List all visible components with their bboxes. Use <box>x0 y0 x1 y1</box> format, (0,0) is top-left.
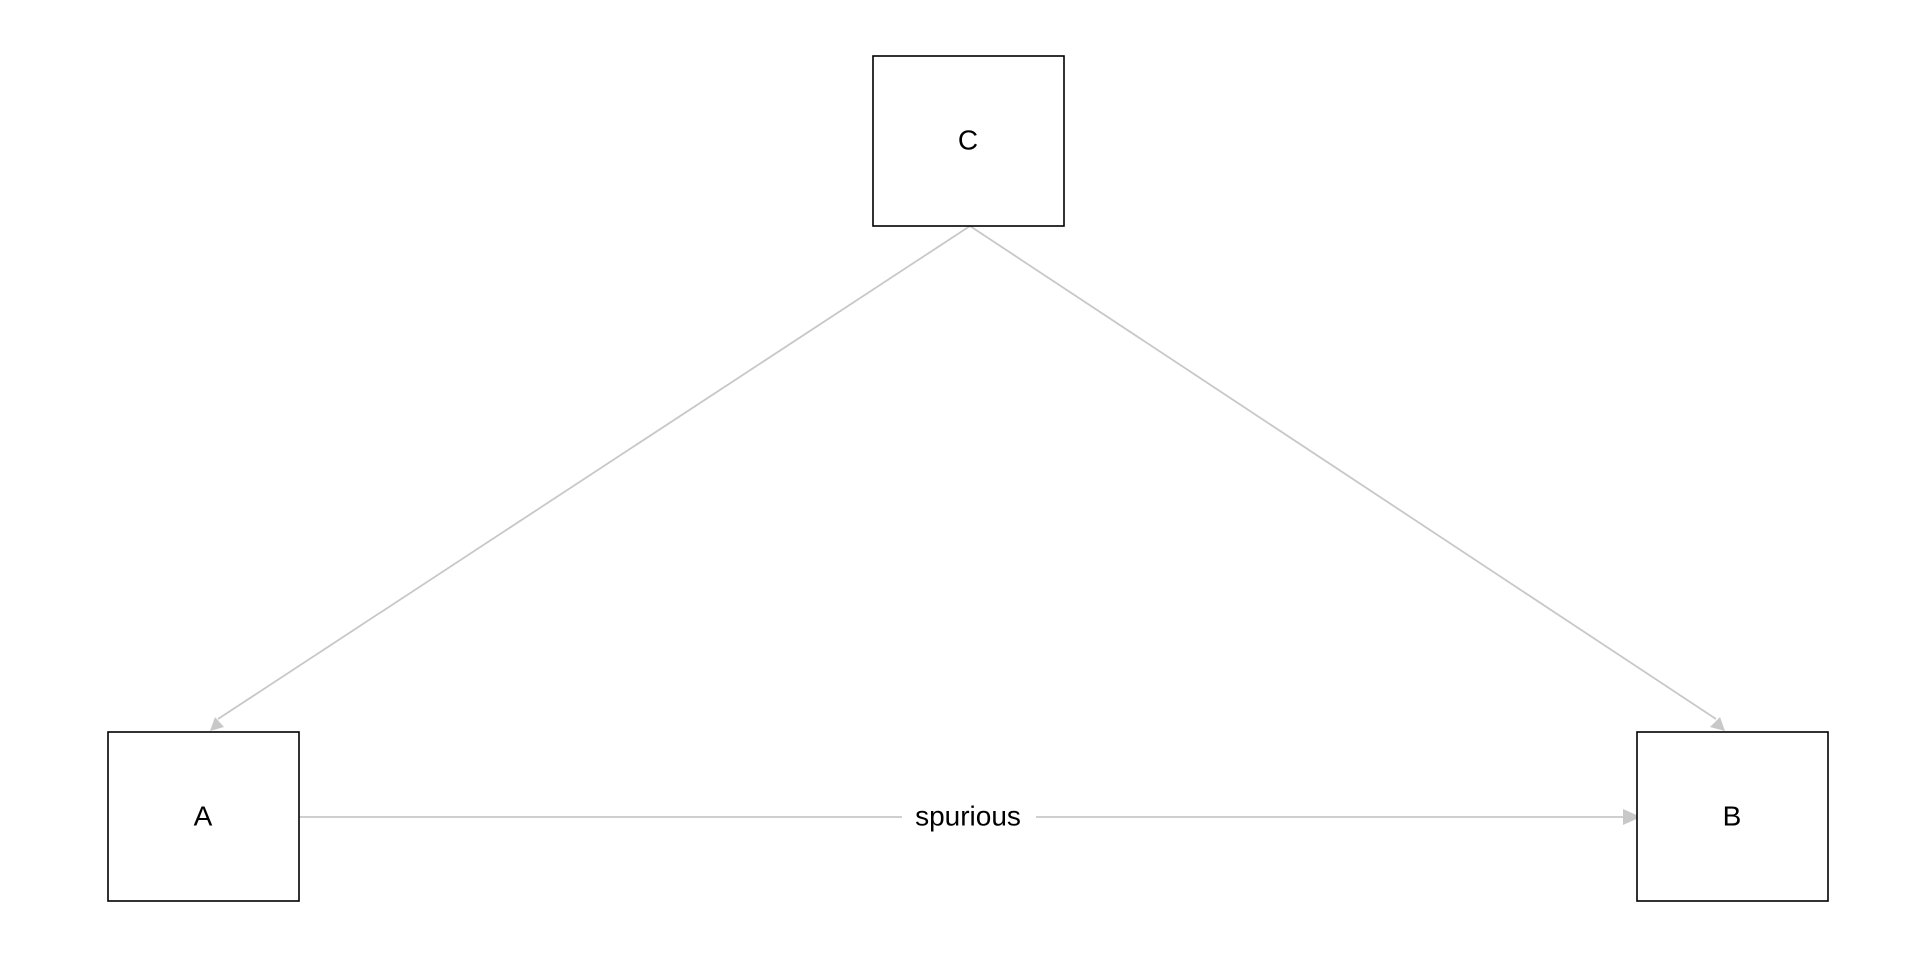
node-c: C <box>872 55 1065 227</box>
edge-c-to-a-line <box>217 225 971 720</box>
edge-a-to-b-label: spurious <box>915 800 1021 831</box>
edge-c-to-b <box>969 225 1725 731</box>
node-c-box <box>872 55 1065 227</box>
node-c-label: C <box>958 124 978 155</box>
edge-c-to-a <box>210 225 971 731</box>
node-b: B <box>1636 731 1829 902</box>
edge-a-to-b-label-background <box>902 797 1036 837</box>
edge-c-to-b-line <box>969 225 1717 720</box>
edge-a-to-b-arrowhead <box>1623 809 1641 825</box>
edge-c-to-a-arrowhead <box>210 717 224 731</box>
edge-a-to-b: spurious <box>299 797 1641 837</box>
node-a-box <box>107 731 300 902</box>
node-b-label: B <box>1723 800 1742 831</box>
node-b-box <box>1636 731 1829 902</box>
node-a-label: A <box>194 800 213 831</box>
edge-c-to-b-arrowhead <box>1710 717 1725 731</box>
node-a: A <box>107 731 300 902</box>
